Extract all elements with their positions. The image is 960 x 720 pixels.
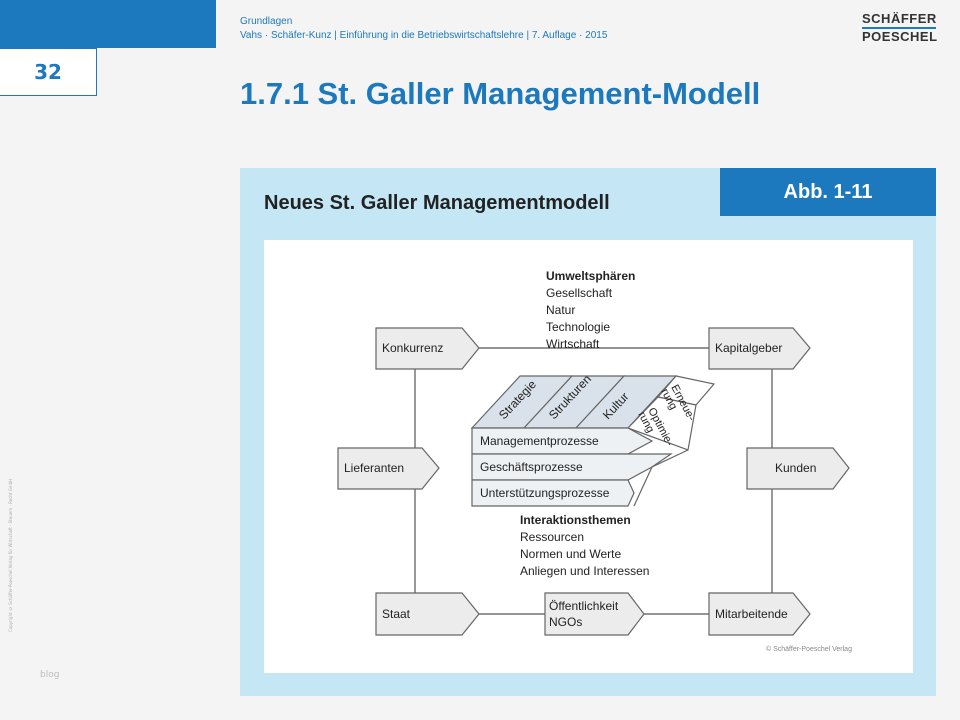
header-category: Grundlagen [240,16,293,27]
unterstuetzungsprozesse-row [471,479,635,507]
stakeholder-labels: Konkurrenz Kapitalgeber Lieferanten Kund… [344,341,816,629]
kapitalgeber-box [708,327,811,370]
label-lieferanten: Lieferanten [344,461,404,475]
header-subtitle: Vahs · Schäfer-Kunz | Einführung in die … [240,30,608,41]
logo-line-2: POESCHEL [862,29,938,44]
management-model-diagram: Konkurrenz Kapitalgeber Lieferanten Kund… [337,269,852,653]
umwelt-item: Wirtschaft [546,337,600,351]
staat-box [375,592,480,636]
label-oeffentlichkeit: Öffentlichkeit [549,599,619,613]
page-number: 32 [0,48,97,96]
konkurrenz-box [375,327,480,370]
figure-panel: Neues St. Galler Managementmodell Abb. 1… [240,168,936,696]
lieferanten-box [337,447,440,490]
publisher-logo: SCHÄFFER POESCHEL [862,12,938,44]
label-kunden: Kunden [775,461,816,475]
interaktion-item: Normen und Werte [520,547,621,561]
header-accent-bar [0,0,216,48]
label-kapitalgeber: Kapitalgeber [715,341,782,355]
managementprozesse-row [471,427,654,455]
process-edge [633,449,689,507]
organisation-model [470,375,716,507]
label-unterstuetzungsprozesse: Unterstützungsprozesse [480,486,610,500]
mitarbeitende-box [708,592,811,636]
diagram-canvas: Konkurrenz Kapitalgeber Lieferanten Kund… [264,240,913,673]
umwelt-item: Technologie [546,320,610,334]
label-managementprozesse: Managementprozesse [480,434,599,448]
interaktion-heading: Interaktionsthemen [520,513,631,527]
logo-line-1: SCHÄFFER [862,12,936,29]
interaktion-item: Ressourcen [520,530,584,544]
label-staat: Staat [382,607,411,621]
connector-lines [414,347,773,615]
figure-label: Abb. 1-11 [720,168,936,216]
oeffentlichkeit-box [544,592,645,636]
interaktionsthemen-block: Interaktionsthemen Ressourcen Normen und… [520,513,649,578]
label-geschaeftsprozesse: Geschäftsprozesse [480,460,583,474]
prozess-labels: Managementprozesse Geschäftsprozesse Unt… [480,434,610,500]
umwelt-heading: Umweltsphären [546,269,635,283]
footer-watermark: blog [40,670,60,680]
kunden-box [746,447,850,490]
label-ngos: NGOs [549,615,582,629]
label-konkurrenz: Konkurrenz [382,341,443,355]
side-copyright: Copyright © Schäffer-Poeschel Verlag für… [8,478,13,632]
slide-title: 1.7.1 St. Galler Management-Modell [240,76,761,111]
figure-caption: Neues St. Galler Managementmodell [264,192,610,214]
umwelt-item: Gesellschaft [546,286,613,300]
umwelt-item: Natur [546,303,575,317]
label-mitarbeitende: Mitarbeitende [715,607,788,621]
figure-copyright: © Schäffer-Poeschel Verlag [766,645,852,653]
stakeholder-shapes [337,327,850,636]
umweltsphaeren-block: Umweltsphären Gesellschaft Natur Technol… [546,269,635,351]
interaktion-item: Anliegen und Interessen [520,564,649,578]
